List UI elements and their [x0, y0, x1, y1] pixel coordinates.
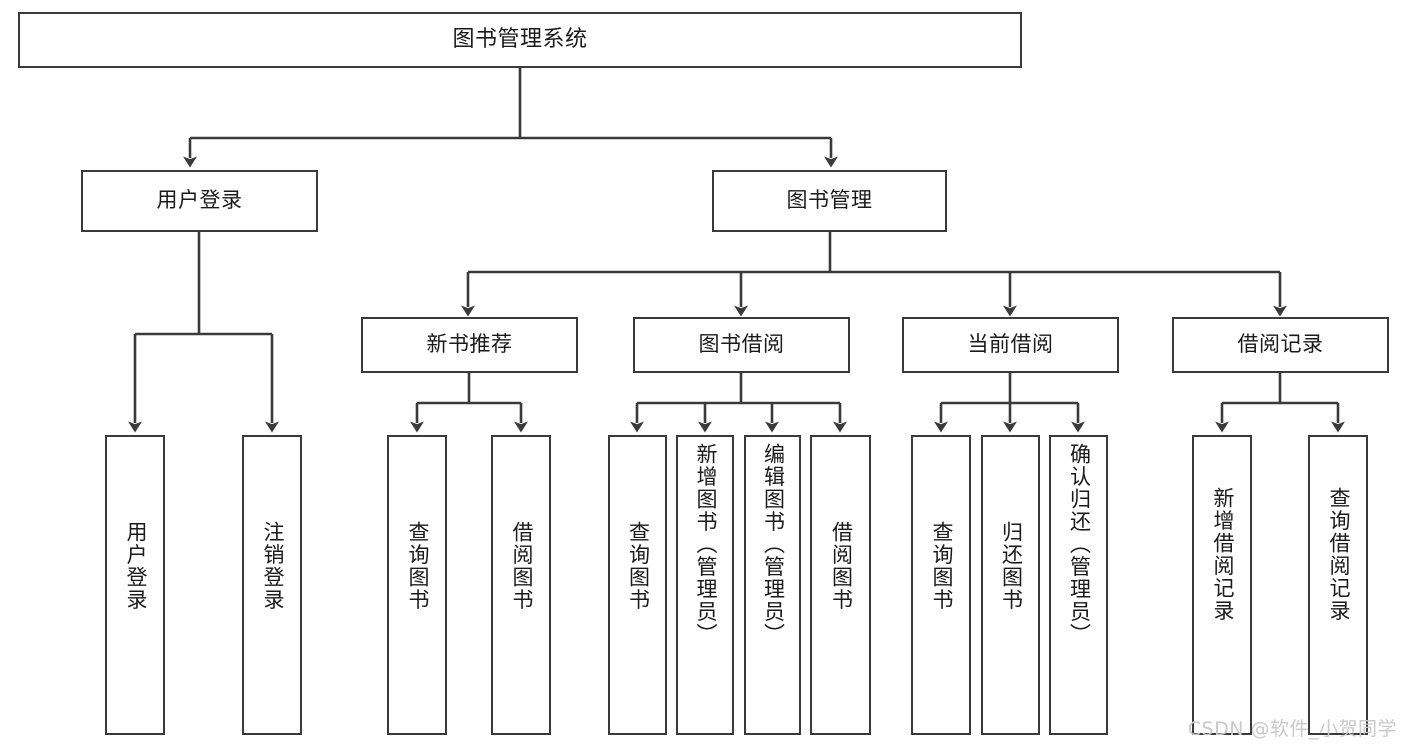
node-new-book-recommend[interactable]: 新书推荐: [361, 317, 578, 373]
node-label: 查询图书: [626, 521, 651, 611]
node-book-manage[interactable]: 图书管理: [712, 170, 947, 232]
node-root-system[interactable]: 图书管理系统: [18, 12, 1022, 68]
leaf-query-book-recommend[interactable]: 查询图书: [387, 435, 447, 735]
node-label: 借阅图书: [829, 521, 854, 611]
node-label: 查询图书: [405, 521, 430, 611]
leaf-edit-book[interactable]: 编辑图书（管理员）: [744, 435, 801, 735]
node-label: 当前借阅: [967, 332, 1054, 357]
leaf-query-book-borrow[interactable]: 查询图书: [608, 435, 667, 735]
leaf-confirm-return[interactable]: 确认归还（管理员）: [1049, 435, 1108, 735]
node-label: 借阅图书: [509, 521, 534, 611]
node-label: 新增借阅记录: [1210, 487, 1235, 622]
node-label: 新增图书（管理员）: [693, 443, 718, 646]
node-label: 新书推荐: [426, 332, 513, 357]
node-label: 用户登录: [156, 188, 243, 213]
leaf-add-book[interactable]: 新增图书（管理员）: [676, 435, 734, 735]
node-borrow-record[interactable]: 借阅记录: [1172, 317, 1389, 373]
node-label: 查询图书: [929, 521, 954, 611]
node-label: 编辑图书（管理员）: [761, 443, 786, 646]
leaf-return-book[interactable]: 归还图书: [981, 435, 1040, 735]
node-label: 图书借阅: [698, 332, 785, 357]
node-label: 图书管理系统: [452, 26, 588, 52]
leaf-add-borrow-record[interactable]: 新增借阅记录: [1192, 435, 1252, 735]
node-book-borrow[interactable]: 图书借阅: [633, 317, 850, 373]
node-label: 用户登录: [123, 521, 148, 611]
leaf-query-book-current[interactable]: 查询图书: [911, 435, 971, 735]
leaf-borrow-book-borrow[interactable]: 借阅图书: [810, 435, 871, 735]
node-label: 图书管理: [786, 188, 873, 213]
node-current-borrow[interactable]: 当前借阅: [902, 317, 1119, 373]
node-user-login[interactable]: 用户登录: [81, 170, 318, 232]
leaf-borrow-book-recommend[interactable]: 借阅图书: [491, 435, 551, 735]
leaf-query-borrow-record[interactable]: 查询借阅记录: [1308, 435, 1368, 735]
node-label: 确认归还（管理员）: [1067, 443, 1092, 646]
leaf-user-login[interactable]: 用户登录: [105, 435, 165, 735]
node-label: 归还图书: [999, 521, 1024, 611]
node-label: 借阅记录: [1237, 332, 1324, 357]
leaf-user-logout[interactable]: 注销登录: [242, 435, 302, 735]
node-label: 注销登录: [260, 521, 285, 611]
node-label: 查询借阅记录: [1326, 487, 1351, 622]
